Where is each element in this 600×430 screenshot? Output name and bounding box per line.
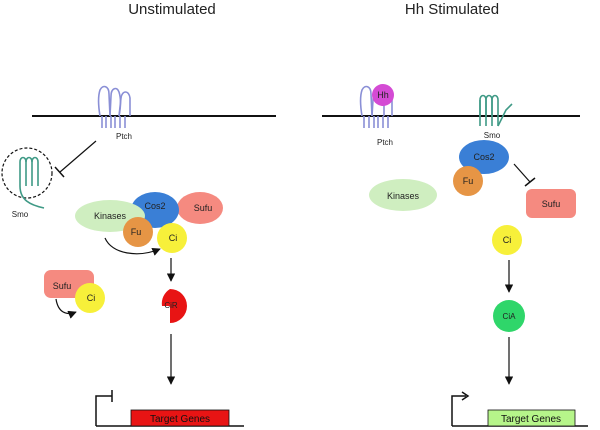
ci-label-right: Ci bbox=[503, 235, 512, 245]
ci-right bbox=[492, 225, 522, 255]
target-genes-label-left: Target Genes bbox=[150, 414, 210, 425]
sufu-label-left: Sufu bbox=[194, 203, 213, 213]
sufu-left bbox=[177, 192, 223, 224]
cos2-right bbox=[459, 140, 509, 174]
cos2-label-left: Cos2 bbox=[144, 201, 165, 211]
fu-label-left: Fu bbox=[131, 227, 142, 237]
cia-shape bbox=[493, 300, 525, 332]
smo-receptor-left bbox=[19, 156, 45, 209]
fu-left bbox=[123, 217, 153, 247]
target-genes-box-left bbox=[130, 409, 230, 427]
kinases-right bbox=[369, 179, 437, 211]
sufu-right bbox=[526, 189, 576, 218]
fu-right bbox=[453, 166, 483, 196]
ptch-label-right: Ptch bbox=[377, 138, 393, 147]
ci-label-sequester: Ci bbox=[87, 293, 96, 303]
smo-receptor-right bbox=[479, 94, 513, 127]
cir-label: CiR bbox=[164, 301, 178, 310]
ptch-receptor-left bbox=[97, 85, 131, 128]
left-panel-title: Unstimulated bbox=[128, 1, 216, 18]
kinases-label-left: Kinases bbox=[94, 211, 127, 221]
sufu-label-sequester: Sufu bbox=[53, 281, 72, 291]
smo-vesicle bbox=[1, 147, 53, 199]
fu-label-right: Fu bbox=[463, 176, 474, 186]
processing-arrow bbox=[104, 237, 161, 256]
ci-label-left: Ci bbox=[169, 233, 178, 243]
cir-shape bbox=[170, 289, 187, 323]
ptch-inhibits-smo bbox=[59, 140, 97, 173]
kinases-label-right: Kinases bbox=[387, 191, 420, 201]
inhibition-bar bbox=[54, 166, 65, 178]
ptch-label-left: Ptch bbox=[116, 132, 132, 141]
sufu-label-right: Sufu bbox=[542, 199, 561, 209]
sequester-arrow bbox=[55, 298, 77, 319]
right-panel-title: Hh Stimulated bbox=[405, 1, 499, 18]
target-genes-box-right bbox=[487, 409, 576, 427]
target-genes-label-right: Target Genes bbox=[501, 414, 561, 425]
cos2-label-right: Cos2 bbox=[473, 152, 494, 162]
cos2-inhibits-sufu bbox=[513, 163, 531, 183]
smo-label-left: Smo bbox=[12, 210, 29, 219]
cia-label: CiA bbox=[503, 312, 517, 321]
ci-left bbox=[157, 223, 187, 253]
smo-label-right: Smo bbox=[484, 131, 501, 140]
inhibition-bar-right bbox=[524, 177, 536, 187]
hh-label: Hh bbox=[377, 90, 389, 100]
hh-ligand bbox=[372, 84, 394, 106]
ci-sequester bbox=[75, 283, 105, 313]
